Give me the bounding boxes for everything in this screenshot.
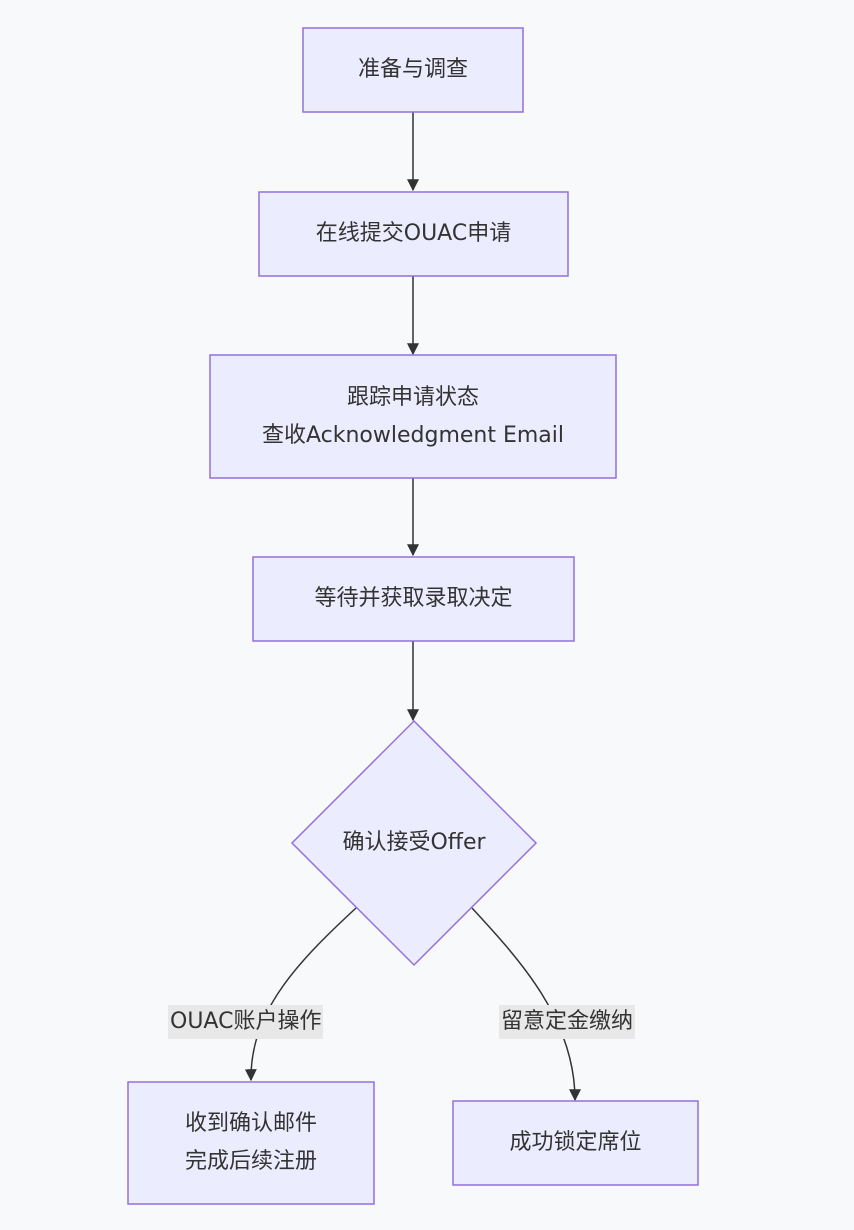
node-n2-shape	[258, 191, 569, 277]
node-n6-shape	[127, 1081, 375, 1205]
node-n3-line-1: 跟踪申请状态	[346, 384, 479, 410]
node-n5-label: 确认接受Offer	[292, 821, 536, 865]
edge-n5-n6	[244, 907, 357, 1082]
node-n3-label: 跟踪申请状态 查收Acknowledgment Email	[210, 355, 616, 478]
node-n7-shape	[452, 1100, 699, 1186]
node-n3-line-2: 查收Acknowledgment Email	[261, 422, 565, 448]
node-n1-line-1: 准备与调查	[357, 57, 468, 82]
node-n3-shape	[209, 354, 617, 479]
node-n6-line-1: 收到确认邮件	[184, 1111, 317, 1136]
edge-label-deposit: 留意定金缴纳	[499, 1005, 636, 1039]
node-n7-label: 成功锁定席位	[453, 1101, 698, 1185]
node-n1-label: 准备与调查	[303, 28, 523, 112]
node-n2-line-1: 在线提交OUAC申请	[315, 221, 512, 246]
node-n1-shape	[302, 27, 524, 113]
node-n6-label: 收到确认邮件 完成后续注册	[128, 1082, 374, 1204]
edge-n5-n7	[471, 907, 581, 1102]
node-n5-line-1: 确认接受Offer	[342, 830, 486, 855]
node-n4-label: 等待并获取录取决定	[253, 557, 574, 641]
node-n5-shape	[290, 719, 538, 967]
node-n7-line-1: 成功锁定席位	[509, 1130, 642, 1155]
node-n2-label: 在线提交OUAC申请	[259, 192, 568, 276]
edge-label-ouac-account: OUAC账户操作	[168, 1005, 324, 1039]
node-n6-line-2: 完成后续注册	[184, 1149, 317, 1174]
node-n4-line-1: 等待并获取录取决定	[314, 586, 513, 611]
node-n4-shape	[252, 556, 575, 642]
